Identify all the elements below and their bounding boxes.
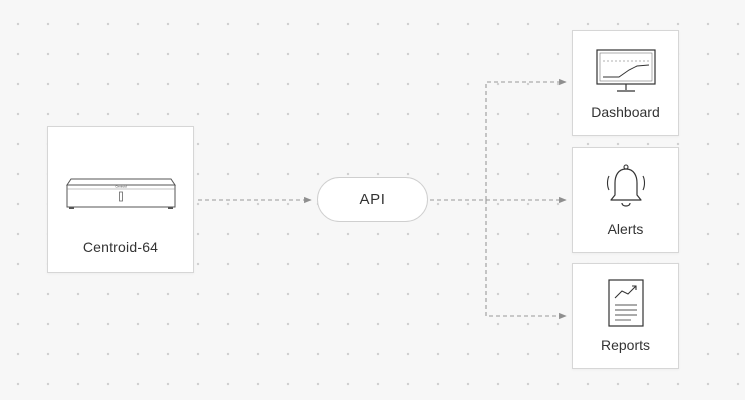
connector-branch-to-dashboard xyxy=(485,78,567,200)
monitor-chart-icon xyxy=(595,49,656,92)
api-node[interactable]: API xyxy=(317,177,428,222)
device-label: Centroid-64 xyxy=(82,239,159,255)
dashboard-label: Dashboard xyxy=(591,104,660,120)
reports-card[interactable]: Reports xyxy=(572,263,679,369)
report-document-icon xyxy=(607,279,644,327)
api-label: API xyxy=(359,191,386,208)
alerts-card[interactable]: Alerts xyxy=(572,147,679,253)
device-card[interactable]: Centroid Centroid-64 xyxy=(47,126,194,273)
connector-branch-to-reports xyxy=(485,200,567,320)
reports-label: Reports xyxy=(600,337,651,353)
rack-server-icon: Centroid xyxy=(66,178,176,209)
alerts-label: Alerts xyxy=(607,221,644,237)
bell-icon xyxy=(606,164,645,207)
dashboard-card[interactable]: Dashboard xyxy=(572,30,679,136)
device-brand-mark: Centroid xyxy=(115,185,127,189)
